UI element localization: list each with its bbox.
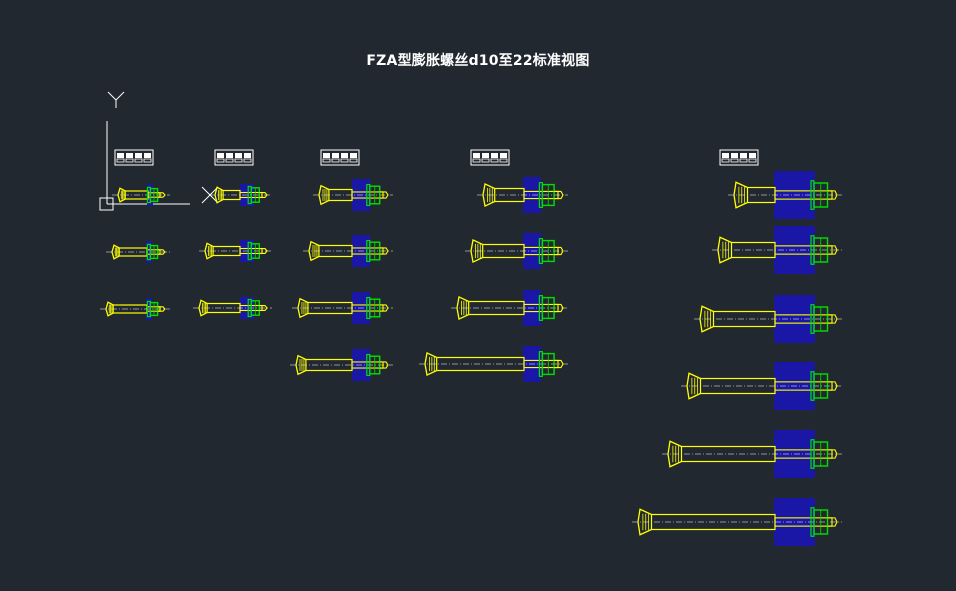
expansion-cone <box>214 186 224 204</box>
expansion-cone <box>111 244 120 260</box>
expansion-cone <box>637 508 652 536</box>
anchor-bolt <box>523 246 559 256</box>
expansion-cone <box>424 352 437 376</box>
bolt-end <box>554 190 564 200</box>
bolt-end <box>157 249 166 255</box>
bolt-end <box>827 449 838 459</box>
expansion-anchor-view <box>106 241 170 263</box>
anchor-bolt <box>523 359 559 369</box>
expansion-anchor-view <box>292 292 393 324</box>
expansion-anchor-view <box>209 184 272 206</box>
bolt-end <box>827 245 838 255</box>
expansion-anchor-view <box>728 171 842 219</box>
bolt-end <box>827 381 838 391</box>
anchor-bolt <box>774 190 833 200</box>
expansion-anchor-view <box>712 226 842 274</box>
expansion-anchor-view <box>193 297 272 319</box>
anchor-bolt <box>351 304 384 312</box>
bolt-end <box>259 304 268 312</box>
bolt-end <box>379 191 389 199</box>
expansion-cone <box>318 184 330 206</box>
expansion-cone <box>105 301 114 317</box>
expansion-anchor-view <box>451 290 568 326</box>
anchor-bolt <box>774 381 833 391</box>
expansion-anchor-view <box>303 235 393 267</box>
column-header-block <box>114 149 154 166</box>
expansion-cone <box>667 440 682 468</box>
expansion-cone <box>733 181 748 209</box>
anchor-bolt <box>523 303 559 313</box>
expansion-anchor-view <box>465 233 568 269</box>
anchor-bolt <box>523 190 559 200</box>
expansion-cone <box>297 297 309 319</box>
bolt-end <box>554 303 564 313</box>
bolt-end <box>379 361 389 369</box>
expansion-anchor-view <box>681 362 842 410</box>
bolt-end <box>554 359 564 369</box>
bolt-end <box>827 190 838 200</box>
column-header-block <box>214 149 254 166</box>
expansion-cone <box>482 183 495 207</box>
expansion-anchor-view <box>112 184 170 206</box>
bolt-end <box>827 517 838 527</box>
bolt-end <box>157 306 166 312</box>
expansion-cone <box>198 299 208 317</box>
bolt-end <box>554 246 564 256</box>
expansion-cone <box>699 305 714 333</box>
expansion-cone <box>470 239 483 263</box>
ucs-icon <box>99 91 190 211</box>
column-header-block <box>719 149 759 166</box>
anchor-bolt <box>351 361 384 369</box>
expansion-cone <box>686 372 701 400</box>
anchor-bolt <box>351 247 384 255</box>
bolt-end <box>379 304 389 312</box>
column-header-block <box>470 149 510 166</box>
expansion-cone <box>295 354 307 376</box>
anchor-bolt <box>774 449 833 459</box>
expansion-anchor-view <box>694 295 842 343</box>
anchor-bolt <box>351 191 384 199</box>
expansion-cone <box>308 240 320 262</box>
expansion-cone <box>456 296 469 320</box>
anchor-bolt <box>774 517 833 527</box>
expansion-anchor-view <box>662 430 842 478</box>
drawing-title: FZA型膨胀螺丝d10至22标准视图 <box>366 53 590 69</box>
expansion-anchor-view <box>313 179 393 211</box>
anchor-bolt <box>774 245 833 255</box>
expansion-anchor-view <box>632 498 842 546</box>
bolt-end <box>157 192 166 198</box>
bolt-end <box>827 314 838 324</box>
bolt-end <box>259 191 268 199</box>
base-material-block <box>146 241 152 263</box>
column-headers <box>114 149 759 166</box>
bolt-end <box>379 247 389 255</box>
expansion-anchor-view <box>100 298 170 320</box>
bolt-end <box>259 247 268 255</box>
expansion-cone <box>717 236 732 264</box>
expansion-cone <box>117 187 126 203</box>
expansion-anchor-view <box>477 177 568 213</box>
anchor-views <box>100 171 842 546</box>
expansion-cone <box>204 242 214 260</box>
expansion-anchor-view <box>419 346 568 382</box>
expansion-anchor-view <box>199 240 272 262</box>
column-header-block <box>320 149 360 166</box>
anchor-bolt <box>774 314 833 324</box>
expansion-anchor-view <box>290 349 393 381</box>
ucs-origin-box <box>99 197 114 211</box>
ucs-y-label <box>107 91 125 108</box>
